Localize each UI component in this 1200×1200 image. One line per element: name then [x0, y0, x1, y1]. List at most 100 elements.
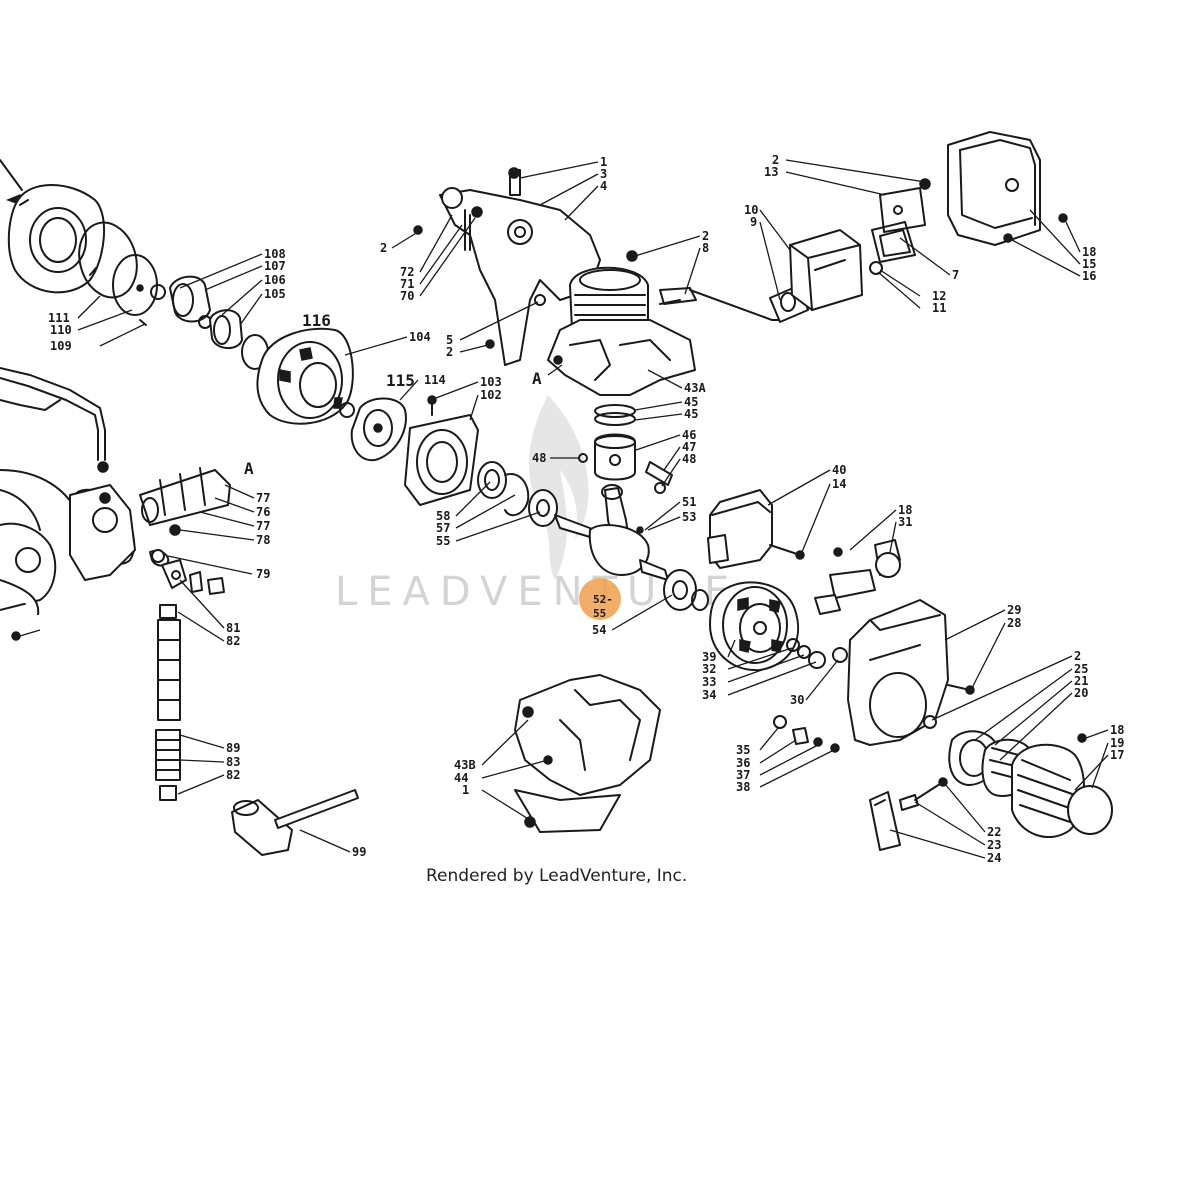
callout-4: 4	[600, 179, 607, 193]
callout-7: 7	[952, 268, 959, 282]
bearing-55	[528, 489, 558, 527]
callout-99: 99	[352, 845, 366, 859]
clutch-bearing-108	[150, 275, 243, 349]
callout-104: 104	[409, 330, 431, 344]
callout-2: 2	[702, 229, 709, 243]
callout-A: A	[244, 459, 254, 478]
callout-40: 40	[832, 463, 846, 477]
callout-A: A	[532, 369, 542, 388]
callout-53: 53	[682, 510, 696, 524]
muffler-cover-15	[947, 131, 1068, 246]
callout-81: 81	[226, 621, 240, 635]
callout-22: 22	[987, 825, 1001, 839]
left-carburetor	[0, 469, 136, 641]
callout-8: 8	[702, 241, 709, 255]
callout-2: 2	[1074, 649, 1081, 663]
callout-11: 11	[932, 301, 946, 315]
callout-25: 25	[1074, 662, 1088, 676]
callout-89: 89	[226, 741, 240, 755]
ignition-module-31	[814, 539, 901, 615]
callout-58: 58	[436, 509, 450, 523]
starter-handle-24	[869, 777, 948, 851]
callout-45: 45	[684, 407, 698, 421]
crankshaft-52-55	[554, 484, 669, 581]
washer-115	[339, 397, 407, 462]
carburetor-77	[139, 467, 231, 567]
callout-105: 105	[264, 287, 286, 301]
clutch-drum-104	[256, 327, 354, 425]
callout-45: 45	[684, 395, 698, 409]
linkage-81	[161, 559, 225, 595]
flywheel-39	[709, 581, 800, 672]
callout-70: 70	[400, 289, 414, 303]
callout-29: 29	[1007, 603, 1021, 617]
callout-5: 5	[446, 333, 453, 347]
callout-46: 46	[682, 428, 696, 442]
callout-48: 48	[682, 452, 696, 466]
muffler-body-10	[789, 229, 863, 311]
callout-35: 35	[736, 743, 750, 757]
ignition-shroud-top	[413, 167, 601, 366]
callout-77: 77	[256, 491, 270, 505]
callout-82: 82	[226, 634, 240, 648]
callout-28: 28	[1007, 616, 1021, 630]
callout-110: 110	[50, 323, 72, 337]
callout-21: 21	[1074, 674, 1088, 688]
left-clutch-housing	[0, 159, 106, 294]
bearing-54	[663, 569, 709, 611]
crankcase-cover-103	[404, 395, 479, 506]
callout-18: 18	[1082, 245, 1096, 259]
callout-79: 79	[256, 567, 270, 581]
callout-107: 107	[264, 259, 286, 273]
callout-16: 16	[1082, 269, 1096, 283]
piston-46	[578, 433, 673, 494]
callout-55: 55	[436, 534, 450, 548]
callout-83: 83	[226, 755, 240, 769]
callout-103: 103	[480, 375, 502, 389]
callout-12: 12	[932, 289, 946, 303]
callout-76: 76	[256, 505, 270, 519]
callout-15: 15	[1082, 257, 1096, 271]
callout-2: 2	[772, 153, 779, 167]
watermark-logo	[528, 395, 589, 580]
callout-34: 34	[702, 688, 716, 702]
callout-19: 19	[1110, 736, 1124, 750]
callout-78: 78	[256, 533, 270, 547]
callout-77: 77	[256, 519, 270, 533]
callout-43A: 43A	[684, 381, 706, 395]
callout-39: 39	[702, 650, 716, 664]
callout-10: 10	[744, 203, 758, 217]
seal-58	[477, 461, 507, 499]
crankcase-43A	[547, 319, 696, 396]
callout-labels: 1 3 4 2 72 71 70 2 8 5 2 A 43A 45 45 46 …	[48, 153, 1124, 865]
callout-109: 109	[50, 339, 72, 353]
callout-14: 14	[832, 477, 846, 491]
callout-106: 106	[264, 273, 286, 287]
callout-17: 17	[1110, 748, 1124, 762]
muffler-plate-13	[879, 178, 931, 233]
throttle-cable-89	[155, 604, 181, 801]
callout-30: 30	[790, 693, 804, 707]
leader-lines	[77, 159, 1109, 859]
callout-37: 37	[736, 768, 750, 782]
cylinder	[569, 250, 786, 331]
callout-18: 18	[898, 503, 912, 517]
small-parts-35-38	[773, 715, 840, 753]
gasket-7	[871, 221, 916, 263]
rendered-by-credit: Rendered by LeadVenture, Inc.	[426, 866, 687, 886]
fan-housing-29	[847, 599, 975, 746]
hotspot-label-line1: 52-	[593, 593, 613, 606]
callout-72: 72	[400, 265, 414, 279]
hotspot-label-line2: 55	[593, 607, 606, 620]
callout-57: 57	[436, 521, 450, 535]
hotspot-marker[interactable]	[579, 578, 621, 620]
callout-54: 54	[592, 623, 606, 637]
callout-2: 2	[446, 345, 453, 359]
callout-115: 115	[386, 371, 415, 390]
ignition-coil-40	[707, 489, 805, 569]
starter-cover-17	[1011, 733, 1113, 839]
callout-71: 71	[400, 277, 414, 291]
left-tube-assembly	[0, 367, 109, 473]
parts-hotspot-52-55[interactable]: 52- 55	[579, 578, 621, 620]
callout-23: 23	[987, 838, 1001, 852]
